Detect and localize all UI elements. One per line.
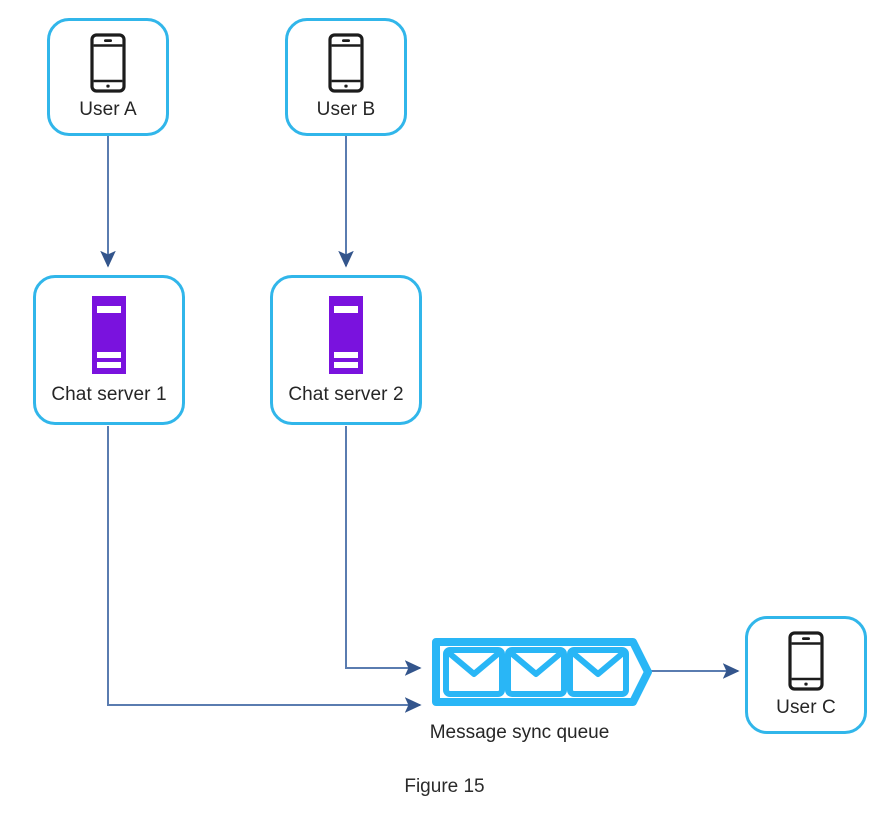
server-icon [90,294,128,376]
smartphone-icon [327,33,365,93]
node-label: User B [316,99,376,120]
envelope-icon [505,647,567,697]
node-chat-server-1[interactable]: Chat server 1 [33,275,185,425]
smartphone-icon [89,33,127,93]
message-sync-queue-label: Message sync queue [429,722,610,743]
node-label: Chat server 1 [51,384,167,405]
envelope-icon [567,647,629,697]
edge-chat-server-2-to-queue [345,426,422,676]
node-user-c[interactable]: User C [745,616,867,734]
node-label: User C [776,697,836,718]
smartphone-icon [787,631,825,691]
node-user-b[interactable]: User B [285,18,407,136]
node-label: User A [79,99,137,120]
envelope-icon [443,647,505,697]
figure-caption: Figure 15 [404,776,485,797]
server-icon [327,294,365,376]
edge-chat-server-1-to-queue [107,426,422,713]
node-user-a[interactable]: User A [47,18,169,136]
node-chat-server-2[interactable]: Chat server 2 [270,275,422,425]
node-label: Chat server 2 [288,384,404,405]
